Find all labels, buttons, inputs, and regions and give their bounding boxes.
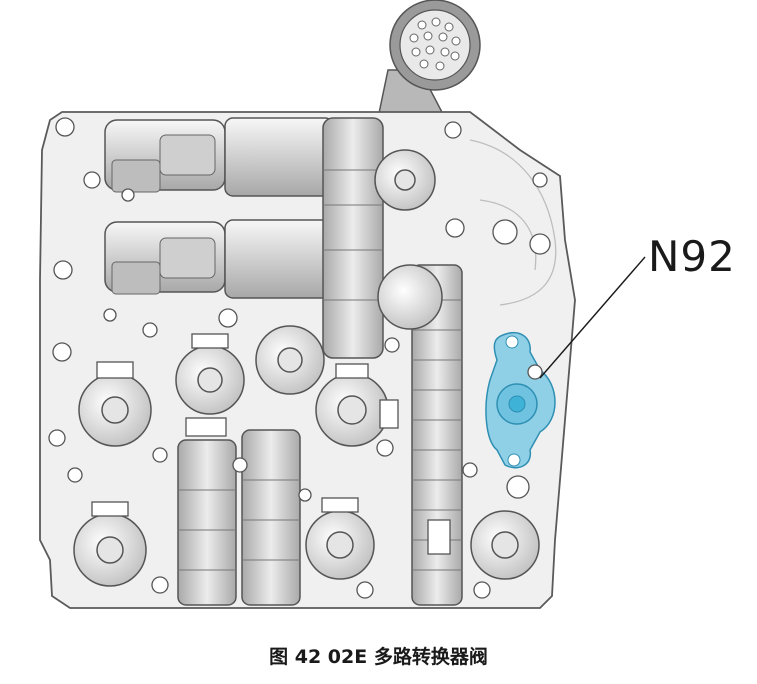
callout-leader-line bbox=[539, 256, 646, 379]
electrical-connector bbox=[377, 0, 481, 119]
solenoid-middle bbox=[104, 219, 334, 299]
figure-caption: 图 42 02E 多路转换器阀 bbox=[269, 646, 488, 668]
spool-column-bottom-left bbox=[177, 429, 301, 606]
pressure-regulators bbox=[73, 149, 540, 587]
regulator-plugs bbox=[91, 333, 451, 555]
callout-label-n92: N92 bbox=[648, 232, 736, 281]
mounting-holes bbox=[48, 117, 551, 599]
spool-column-center bbox=[322, 117, 384, 359]
solenoid-upper bbox=[104, 117, 334, 197]
